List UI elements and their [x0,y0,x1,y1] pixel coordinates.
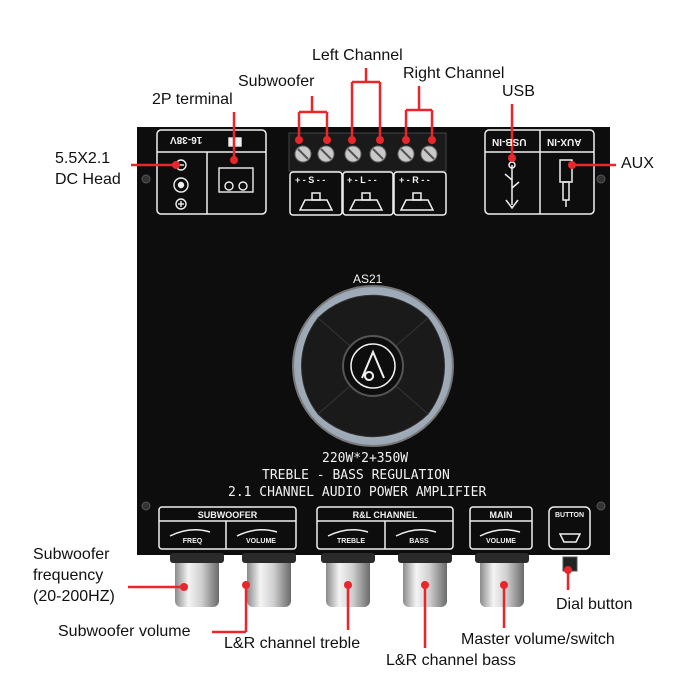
callout-left-channel: Left Channel [312,47,403,64]
subwoofer-group-box [158,506,297,550]
power-input-box [156,129,267,215]
aux-jack-icon [559,159,573,207]
callout-2p-terminal: 2P terminal [152,91,233,108]
group-subwoofer-label: SUBWOOFER [197,510,258,520]
callout-master-volume: Master volume/switch [461,631,615,648]
group-rl-label: R&L CHANNEL [352,510,418,520]
callout-subwoofer: Subwoofer [238,73,315,90]
knob-main-volume-label: VOLUME [486,538,516,545]
main-group-box [469,506,533,550]
callout-right-channel: Right Channel [403,65,505,82]
sub-terminal-label: + - S - - [295,175,326,185]
callout-sub-volume: Subwoofer volume [58,623,191,640]
group-main-label: MAIN [489,510,513,520]
screw-icon [141,174,151,184]
screw-icon [141,501,151,511]
button-group-box [548,506,591,550]
callout-dial-button: Dial button [556,596,633,613]
usb-icon [504,161,520,210]
knob-freq-label: FREQ [182,538,203,545]
knob-treble-label: TREBLE [337,538,365,545]
usb-in-label: USB-IN [492,136,527,147]
callout-lr-bass: L&R channel bass [386,652,516,669]
speaker-terminal-block [288,132,447,172]
screw-icon [596,174,606,184]
board-power-rating: 220W*2+350W [322,451,409,466]
left-terminal-label: + - L - - [347,175,377,185]
callout-dc-head: 5.5X2.1 DC Head [55,150,121,188]
speaker-output-labels [289,171,447,216]
heatsink [292,285,454,447]
right-terminal-label: + - R - - [399,175,430,185]
knob-sub-volume-label: VOLUME [246,538,276,545]
aux-in-label: AUX-IN [547,136,582,147]
music-note-icon [361,349,385,381]
knob-bass-label: BASS [409,538,429,545]
group-button-label: BUTTON [554,512,585,519]
callout-usb: USB [502,83,535,100]
voltage-label: 16-38V [170,134,203,145]
usb-aux-box [484,129,595,215]
knob-freq [175,557,219,607]
callout-sub-frequency: Subwoofer frequency (20-200HZ) [33,546,115,605]
callout-lr-treble: L&R channel treble [224,635,361,652]
board-line-2: 2.1 CHANNEL AUDIO POWER AMPLIFIER [228,485,487,500]
knobs [170,553,529,607]
board-line-1: TREBLE - BASS REGULATION [262,468,450,483]
callout-aux: AUX [621,155,654,172]
dc-jack-icon [173,159,189,210]
knob-sub-volume [247,557,291,607]
board-model: AS21 [353,272,383,286]
callout-lines [128,68,616,648]
screw-icon [596,501,606,511]
